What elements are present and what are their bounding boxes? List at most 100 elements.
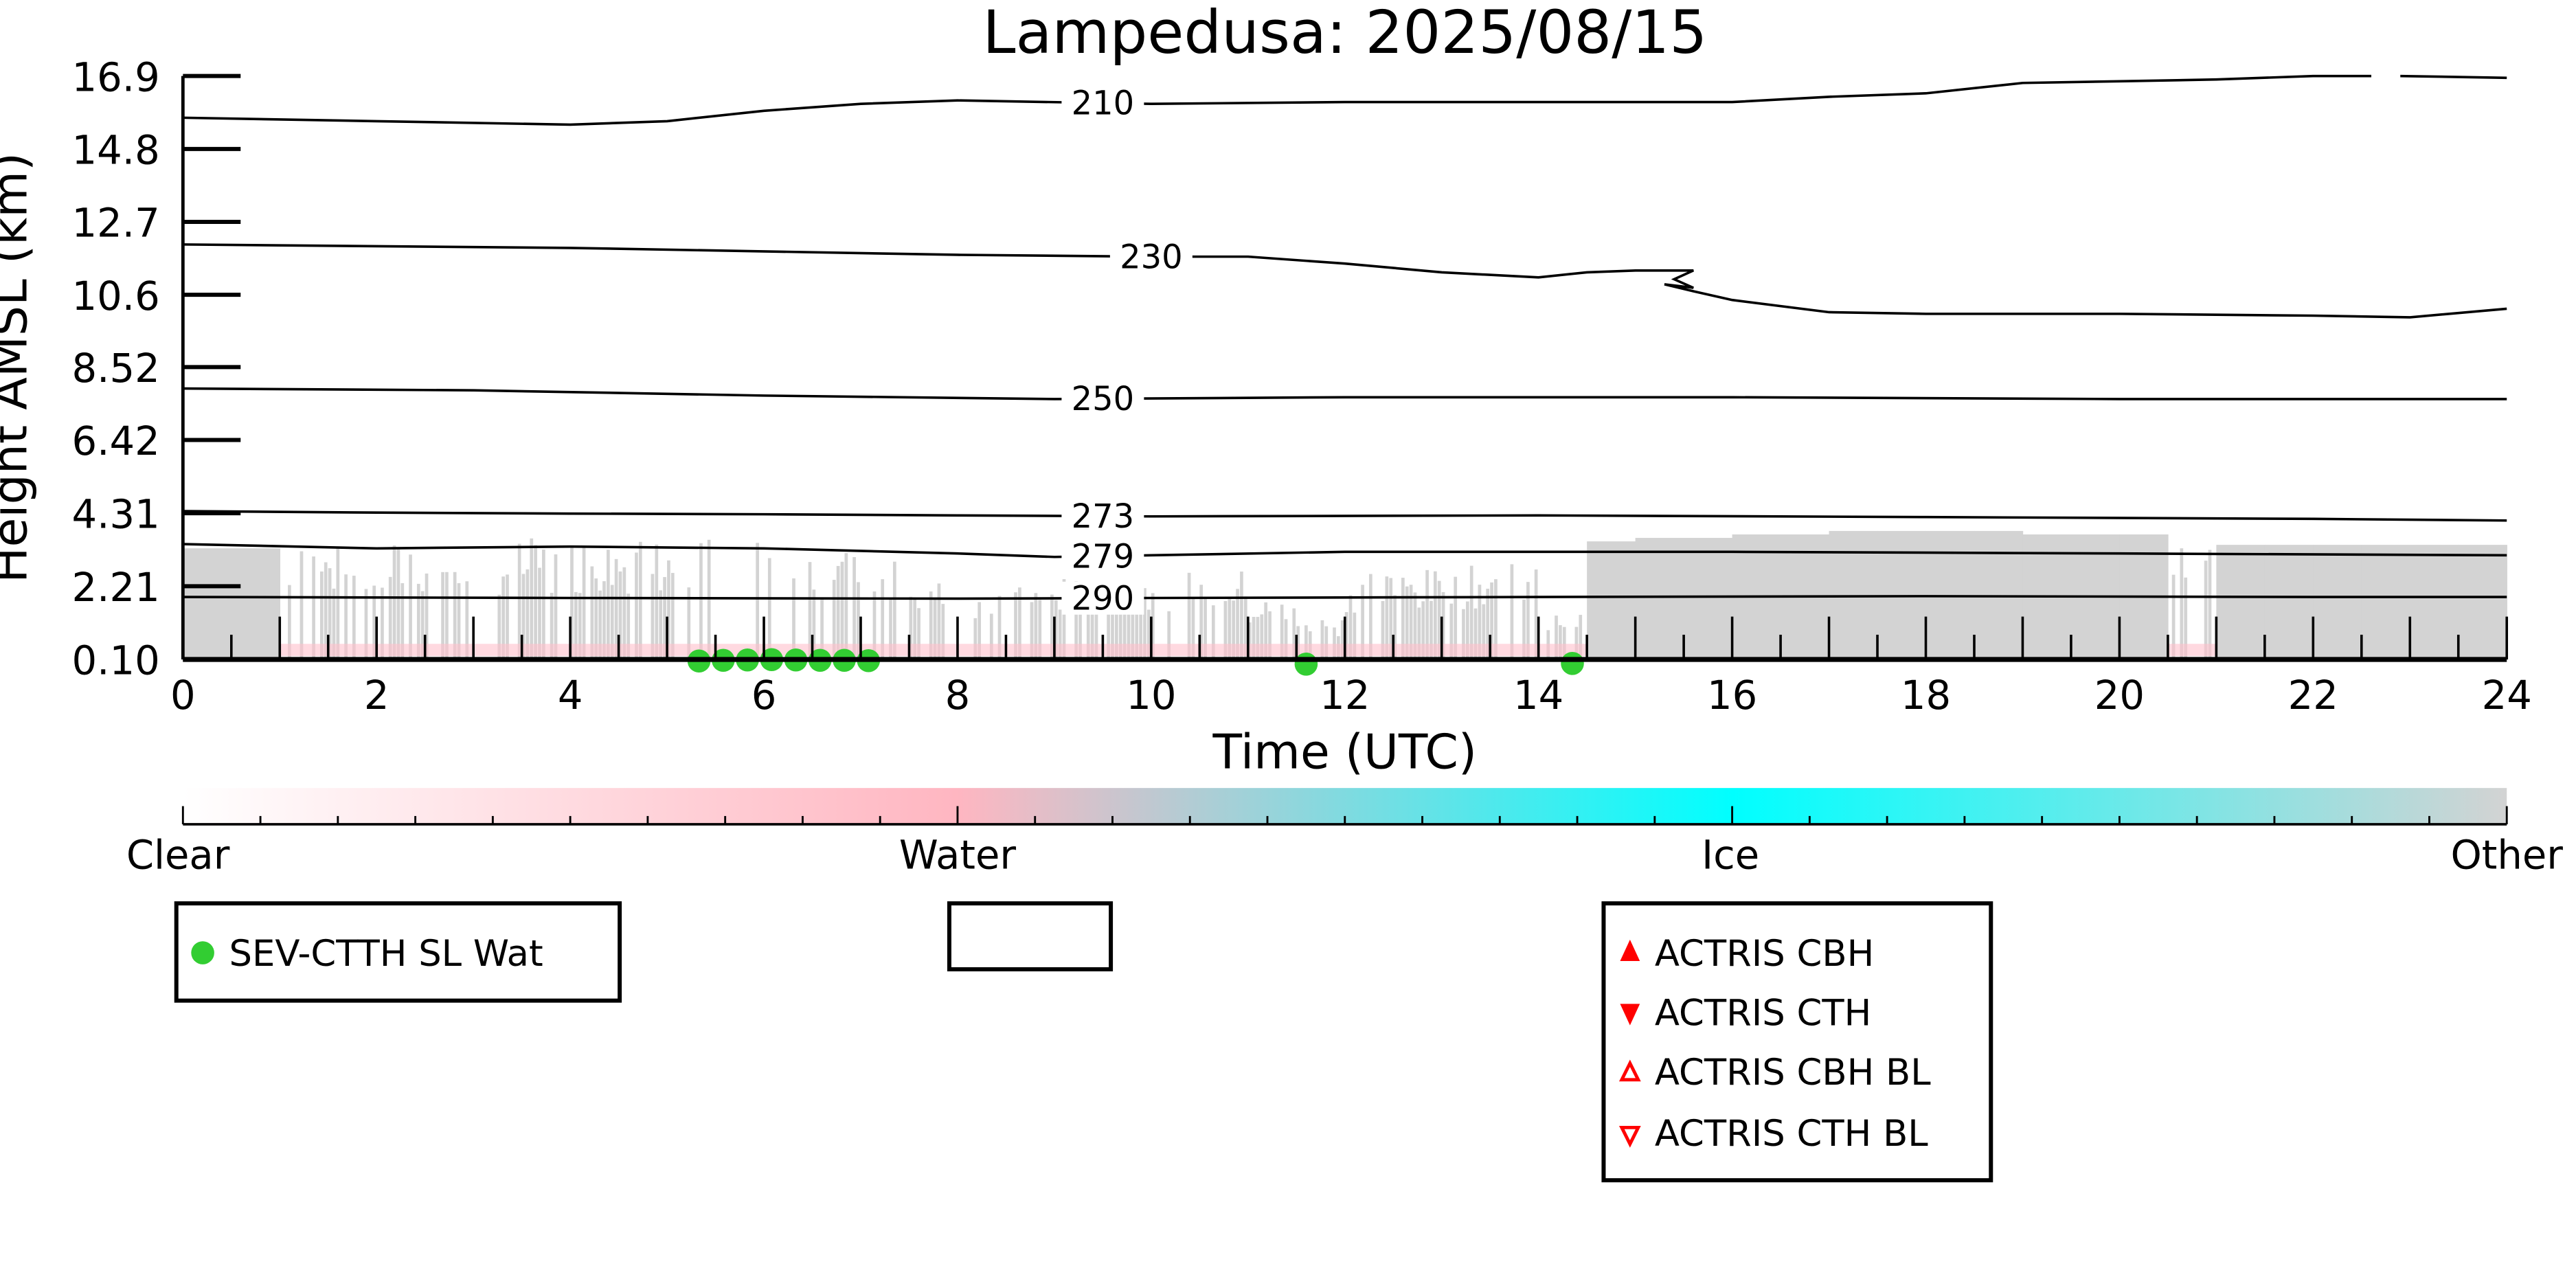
triangle-down-filled-icon (1620, 1004, 1640, 1026)
cloud-column (582, 547, 586, 659)
cloud-column (756, 543, 759, 659)
cloud-column (1107, 591, 1110, 659)
x-tick-label: 18 (1901, 673, 1951, 719)
isotherm-label: 210 (1072, 84, 1135, 123)
cloud-column (651, 574, 655, 659)
cloud-column (1167, 611, 1171, 659)
cloud-column (1437, 580, 1441, 659)
cloud-column (913, 597, 917, 659)
cloud-column (812, 589, 816, 659)
legend-empty (947, 901, 1114, 972)
water-cloud-speckle (521, 644, 571, 657)
cloud-column (550, 592, 554, 659)
cloud-column (425, 573, 429, 659)
cloud-column (1232, 600, 1236, 659)
water-cloud-speckle (618, 644, 668, 657)
cloud-column (1433, 571, 1437, 659)
y-tick-label: 12.7 (72, 201, 160, 247)
cloud-column (594, 578, 598, 659)
cloud-column (312, 556, 315, 659)
cloud-column (1252, 616, 1256, 659)
cloud-column (1361, 585, 1364, 659)
cloud-column (840, 561, 844, 659)
water-cloud-speckle (2167, 644, 2217, 657)
legend-label: ACTRIS CBH BL (1655, 1052, 1931, 1094)
cloud-column (574, 591, 578, 659)
x-tick-label: 6 (752, 673, 777, 719)
cloud-column (457, 583, 461, 659)
cloud-column (1526, 582, 1530, 659)
cloud-column (707, 539, 711, 659)
cloud-column (1030, 602, 1034, 659)
cloud-column (1409, 585, 1413, 659)
cloud-column (1127, 589, 1131, 659)
x-tick-label: 4 (558, 673, 583, 719)
cloud-column (1320, 620, 1324, 659)
y-tick-label: 14.8 (72, 127, 160, 173)
cloud-column (622, 567, 626, 659)
cloud-column (1304, 625, 1308, 659)
cloud-column (1074, 581, 1078, 659)
cloud-column (792, 578, 795, 659)
x-tick-label: 10 (1126, 673, 1176, 719)
cloud-column (1353, 612, 1357, 659)
cloud-column (844, 553, 848, 659)
legend-label: SEV-CTTH SL Wat (229, 933, 543, 975)
cloud-column (497, 594, 501, 659)
cloud-column (1094, 601, 1098, 659)
cloud-column (1344, 612, 1348, 659)
water-cloud-speckle (1490, 644, 1539, 657)
cloud-column (1115, 594, 1118, 659)
cloud-column (416, 583, 420, 659)
water-cloud-speckle (570, 644, 619, 657)
cloud-column (1122, 590, 1127, 659)
cloud-column (381, 587, 384, 659)
cloud-column (889, 598, 892, 659)
cloud-column (1135, 613, 1139, 659)
colorbar-label-clear: Clear (126, 833, 230, 879)
cloud-column (570, 547, 574, 659)
cloud-column (929, 591, 933, 659)
water-cloud-speckle (328, 644, 377, 657)
cloud-column (501, 576, 505, 659)
y-tick-label: 16.9 (72, 54, 160, 100)
cloud-column (1204, 598, 1207, 659)
cloud-column (638, 541, 642, 659)
isotherm-line-290 (183, 595, 2507, 600)
cloud-column (2458, 545, 2507, 659)
water-cloud-speckle (1103, 644, 1151, 657)
water-cloud-speckle (473, 644, 522, 657)
cloud-column (332, 588, 336, 659)
cloud-column (881, 579, 885, 659)
cloud-column (336, 547, 340, 659)
cloud-column (538, 567, 541, 659)
cloud-column (614, 558, 618, 659)
cloud-column (1211, 605, 1215, 659)
cloud-column (1187, 572, 1191, 659)
cloud-column (1635, 538, 1684, 659)
cloud-column (1494, 579, 1498, 659)
water-cloud-speckle (1199, 644, 1248, 657)
y-tick-label: 2.21 (72, 565, 160, 611)
x-axis-label: Time (UTC) (1212, 724, 1478, 780)
cloud-column (534, 545, 537, 659)
cloud-column (445, 572, 449, 659)
cloud-column (892, 561, 896, 659)
cloud-column (1449, 603, 1454, 659)
cloud-column (1333, 627, 1336, 659)
cloud-column (626, 594, 631, 659)
cloud-column (1562, 626, 1566, 659)
water-cloud-speckle (1344, 644, 1394, 657)
cloud-column (372, 585, 376, 659)
cloud-column (1139, 594, 1142, 659)
triangle-down-open-icon (1618, 1125, 1641, 1148)
cloud-column (1050, 594, 1054, 659)
x-tick-label: 20 (2094, 673, 2145, 719)
cloud-column (1014, 592, 1017, 659)
cloud-column (1228, 597, 1232, 659)
isotherm-label-bg (1061, 382, 1144, 416)
cloud-column (655, 544, 659, 659)
cloud-column (1478, 585, 1482, 659)
isotherm-line-273 (183, 510, 2507, 522)
